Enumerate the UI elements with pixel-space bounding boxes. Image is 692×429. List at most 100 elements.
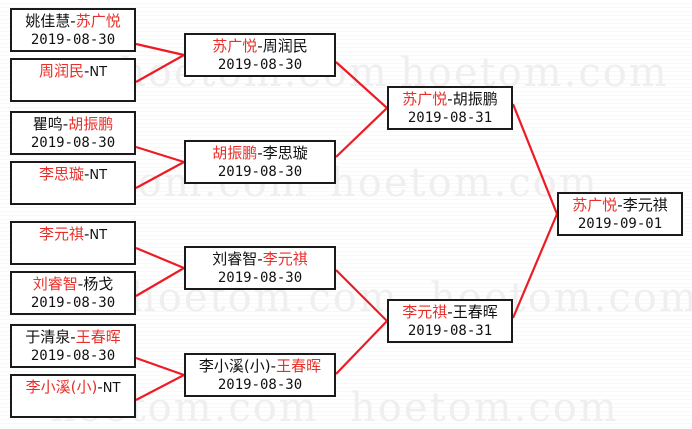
match-date: 2019-09-01	[577, 216, 663, 232]
player-separator: -	[447, 303, 453, 321]
player-right: 李思璇	[262, 144, 308, 162]
match-date: 2019-08-30	[217, 377, 303, 393]
player-right: 李元祺	[622, 196, 668, 214]
connector-r1m1-to-r2m1	[135, 42, 185, 57]
player-separator: -	[83, 165, 90, 183]
player-right: 胡振鹏	[452, 90, 498, 108]
player-right: 胡振鹏	[68, 115, 114, 133]
player-separator: -	[83, 62, 90, 80]
connector-r1m6-to-r2m3	[135, 267, 185, 297]
player-left: 李元祺	[38, 225, 84, 243]
match-players: 李元祺-NT	[39, 225, 107, 245]
player-left: 李元祺	[402, 303, 448, 321]
match-players: 苏广悦-胡振鹏	[402, 90, 497, 109]
match-players: 刘睿智-杨戈	[33, 275, 113, 294]
connector-r2m1-to-r3m1	[335, 61, 388, 109]
match-players: 苏广悦-周润民	[212, 37, 307, 56]
match-date: 2019-08-30	[217, 57, 303, 73]
connector-r2m2-to-r3m1	[335, 107, 388, 158]
connector-r1m4-to-r2m2	[135, 161, 185, 189]
match-players: 李小溪(小)-NT	[26, 378, 121, 398]
player-left: 苏广悦	[402, 90, 448, 108]
player-right-nt: NT	[102, 381, 121, 396]
player-right-nt: NT	[89, 168, 108, 183]
connector-r3m2-to-r4m1	[511, 213, 559, 319]
match-date: 2019-08-30	[217, 164, 303, 180]
match-players: 李思璇-NT	[39, 165, 107, 185]
player-separator: -	[70, 328, 76, 346]
match-date: 2019-08-30	[30, 135, 116, 151]
player-left: 周润民	[38, 62, 84, 80]
match-players: 李小溪(小)-王春晖	[199, 357, 321, 376]
match-box-r1m4[interactable]: 李思璇-NT	[10, 161, 136, 205]
match-players: 周润民-NT	[39, 62, 107, 82]
match-box-r1m8[interactable]: 李小溪(小)-NT	[10, 374, 136, 418]
connector-r1m2-to-r2m1	[135, 54, 185, 83]
match-date: 2019-08-31	[407, 323, 493, 339]
player-separator: -	[77, 275, 84, 293]
player-separator: -	[83, 225, 90, 243]
player-left: 李思璇	[38, 165, 84, 183]
player-right: 王春晖	[452, 303, 498, 321]
player-right: 王春晖	[276, 357, 322, 375]
player-left: 胡振鹏	[212, 144, 258, 162]
match-date: 2019-08-30	[30, 32, 116, 48]
player-right: 杨戈	[83, 275, 114, 293]
match-players: 李元祺-王春晖	[402, 303, 497, 322]
player-left: 苏广悦	[572, 196, 618, 214]
player-separator: -	[257, 37, 263, 55]
match-players: 苏广悦-李元祺	[572, 196, 667, 215]
player-left: 姚佳慧	[25, 12, 71, 30]
player-separator: -	[62, 115, 69, 133]
player-separator: -	[97, 378, 103, 396]
player-separator: -	[70, 12, 76, 30]
player-left: 瞿鸣	[32, 115, 63, 133]
connector-r3m1-to-r4m1	[511, 103, 559, 215]
match-players: 于清泉-王春晖	[25, 328, 120, 347]
connector-r2m3-to-r3m2	[335, 269, 388, 322]
connector-r1m7-to-r2m4	[135, 356, 185, 377]
match-players: 胡振鹏-李思璇	[212, 144, 307, 163]
player-right: 王春晖	[75, 328, 121, 346]
player-right-nt: NT	[89, 65, 108, 80]
player-separator: -	[447, 90, 453, 108]
player-separator: -	[257, 144, 263, 162]
match-date: 2019-08-31	[407, 110, 493, 126]
player-left: 刘睿智	[212, 250, 258, 268]
player-right: 周润民	[262, 37, 308, 55]
player-separator: -	[617, 196, 623, 214]
player-separator: -	[257, 250, 263, 268]
player-separator: -	[270, 357, 277, 375]
watermark-text: hoetom.com	[350, 385, 619, 429]
match-box-r1m2[interactable]: 周润民-NT	[10, 58, 136, 102]
connector-r1m8-to-r2m4	[135, 374, 185, 401]
player-left: 于清泉	[25, 328, 71, 346]
player-left: 苏广悦	[212, 37, 258, 55]
player-left: 李小溪(小)	[25, 378, 98, 396]
player-right: 李元祺	[262, 250, 308, 268]
player-left: 李小溪(小)	[198, 357, 271, 375]
match-date: 2019-08-30	[30, 295, 116, 311]
match-box-r1m5[interactable]: 李元祺-NT	[10, 221, 136, 265]
player-left: 刘睿智	[32, 275, 78, 293]
match-players: 瞿鸣-胡振鹏	[33, 115, 113, 134]
match-date: 2019-08-30	[217, 270, 303, 286]
match-players: 姚佳慧-苏广悦	[25, 12, 120, 31]
match-players: 刘睿智-李元祺	[212, 250, 307, 269]
player-right: 苏广悦	[75, 12, 121, 30]
match-date: 2019-08-30	[30, 348, 116, 364]
connector-r2m4-to-r3m2	[335, 320, 388, 375]
connector-r1m5-to-r2m3	[135, 246, 185, 270]
connector-r1m3-to-r2m2	[135, 145, 185, 164]
